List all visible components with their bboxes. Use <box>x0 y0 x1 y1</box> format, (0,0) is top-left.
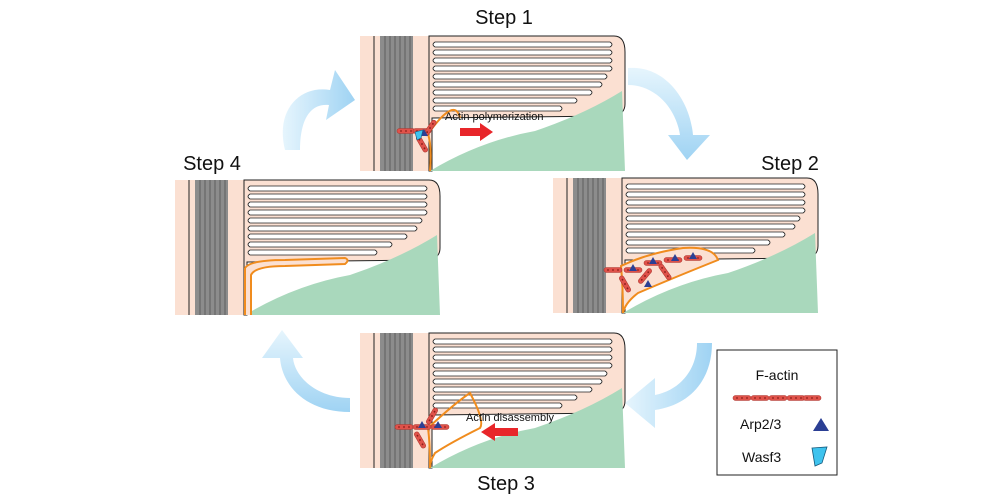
protrusion-outline <box>426 391 483 469</box>
protrusion-outline <box>244 256 349 315</box>
arp23-triangle <box>629 264 637 271</box>
arp23-triangle <box>649 257 657 264</box>
step4-title: Step 4 <box>183 153 241 175</box>
legend-label-arp23: Arp2/3 <box>740 416 781 432</box>
arp23-triangle <box>418 421 426 428</box>
wasf3-icon <box>811 446 828 467</box>
wasf3-shape <box>414 129 424 141</box>
cycle-arrow-step4-to-step1 <box>282 70 355 150</box>
cycle-arrow-step2-to-step3 <box>625 343 712 428</box>
panel-step3: Actin disassembly <box>359 332 626 469</box>
cycle-arrow-step3-to-step4 <box>262 330 350 412</box>
arp23-triangle <box>689 252 697 259</box>
actin-network <box>396 118 438 154</box>
step1-title: Step 1 <box>475 7 533 29</box>
arp23-icon <box>813 418 829 431</box>
arp23-triangle <box>644 280 652 287</box>
panel-step1: Actin polymerization <box>359 35 626 172</box>
direction-arrow-left <box>481 423 518 441</box>
legend-label-wasf3: Wasf3 <box>742 449 781 465</box>
arp23-triangle <box>434 421 442 428</box>
direction-arrow-right <box>460 123 493 141</box>
step3-annotation: Actin disassembly <box>466 412 555 424</box>
panel-step4 <box>174 179 441 316</box>
actin-network <box>394 406 450 450</box>
step1-annotation: Actin polymerization <box>445 111 543 123</box>
cycle-arrows <box>262 67 712 428</box>
actin-network <box>603 252 703 294</box>
step3-title: Step 3 <box>477 473 535 495</box>
arp23-triangle <box>671 254 679 261</box>
cycle-arrow-step1-to-step2 <box>628 67 710 160</box>
step2-title: Step 2 <box>761 153 819 175</box>
panel-step2 <box>552 177 819 314</box>
legend-label-factin: F-actin <box>756 367 799 383</box>
factin-symbol <box>732 395 822 401</box>
legend: F-actin Arp2/3 Wasf3 <box>716 349 838 476</box>
